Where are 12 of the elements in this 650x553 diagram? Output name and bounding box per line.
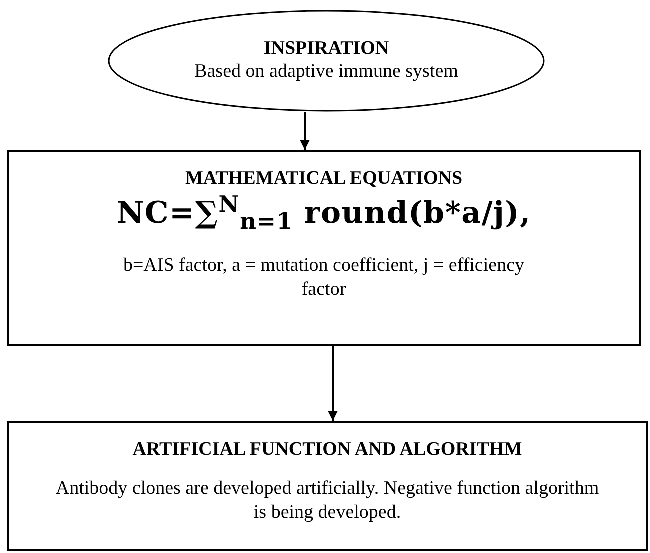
description: Antibody clones are developed artificially. Negative function algorithm is being developed.: [54, 477, 600, 525]
description: Based on adaptive immune system: [194, 60, 460, 84]
arrow: [300, 112, 310, 150]
heading: INSPIRATION: [264, 38, 390, 60]
arrow: [328, 346, 338, 421]
process-box: [7, 421, 648, 551]
heading: ARTIFICIAL FUNCTION AND ALGORITHM: [132, 439, 522, 461]
start-ellipse: [108, 10, 545, 112]
heading: MATHEMATICAL EQUATIONS: [185, 168, 463, 190]
process-box: [7, 150, 641, 346]
description: b=AIS factor, a = mutation coefficient, j = efficiency factor: [122, 254, 526, 302]
equation: NC=∑$^{N}$$_{n=1}$ round(b*a/j),: [116, 194, 532, 234]
